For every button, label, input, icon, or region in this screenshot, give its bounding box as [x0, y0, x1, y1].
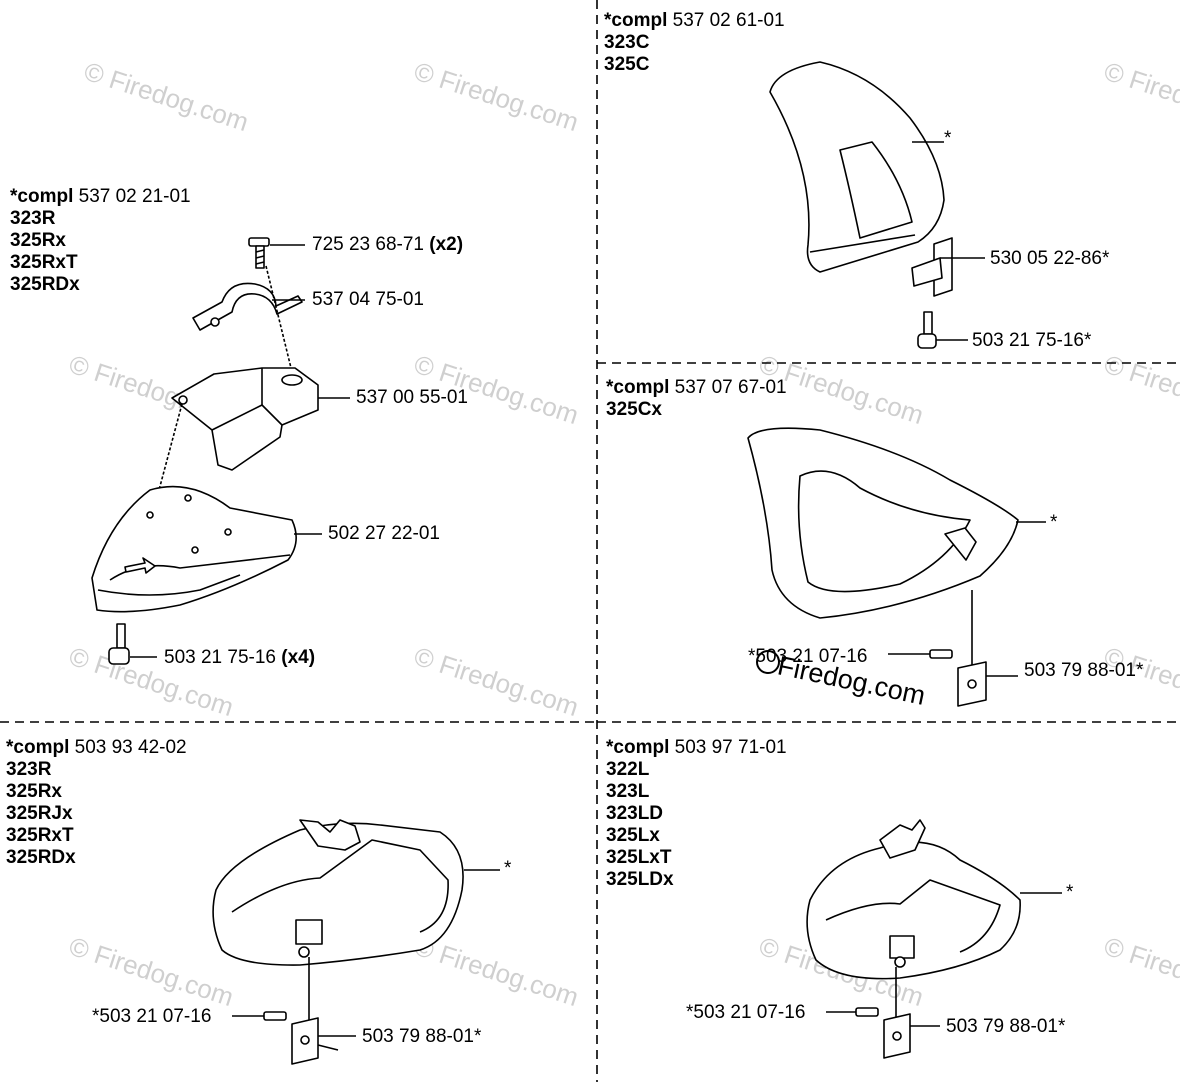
panel-label: *compl 537 02 61-01 323C 325C — [604, 10, 785, 76]
panel-label: *compl 537 07 67-01 325Cx — [606, 377, 787, 421]
kit-part-number: 503 93 42-02 — [74, 737, 187, 758]
model-name: 325Lx — [606, 825, 660, 846]
part-callout: 503 79 88-01* — [946, 1016, 1065, 1038]
guard-503-93-42 — [212, 819, 464, 966]
callout-quantity: (x2) — [429, 234, 464, 255]
screw-top — [248, 237, 270, 269]
model-name: 325LxT — [606, 847, 672, 868]
callout-number: 502 27 22-01 — [328, 523, 440, 544]
kit-part-number: 537 02 61-01 — [672, 10, 785, 31]
kit-part-number: 503 97 71-01 — [674, 737, 787, 758]
callout-number: 503 21 75-16 — [164, 647, 276, 668]
model-name: 325LDx — [606, 869, 674, 890]
guard-503-97-71 — [806, 819, 1021, 980]
part-callout: *503 21 07-16 — [686, 1002, 805, 1024]
callout-number: *503 21 07-16 — [748, 646, 868, 667]
callout-number: *503 21 07-16 — [686, 1002, 806, 1023]
part-callout: 537 00 55-01 — [356, 387, 468, 409]
callout-number: * — [1050, 512, 1058, 533]
callout-number: 725 23 68-71 — [312, 234, 424, 255]
model-name: 323LD — [606, 803, 664, 824]
clip-530 — [911, 237, 953, 297]
part-callout: 725 23 68-71 (x2) — [312, 234, 463, 256]
callout-number: 530 05 22-86* — [990, 248, 1110, 269]
model-name: 325RDx — [6, 847, 76, 868]
screw-323c — [917, 311, 937, 349]
plate-503-79-88 — [291, 1017, 319, 1065]
copyright-circle-icon — [756, 650, 780, 674]
part-callout: *503 21 07-16 — [748, 646, 867, 668]
callout-number: 503 21 75-16* — [972, 330, 1092, 351]
model-name: 325RJx — [6, 803, 73, 824]
part-callout: 530 05 22-86* — [990, 248, 1109, 270]
screw-503-21-07 — [263, 1011, 287, 1021]
panel-label: *compl 503 97 71-01 322L 323L 323LD 325L… — [606, 737, 787, 891]
model-name: 325RxT — [6, 825, 74, 846]
model-name: 325Rx — [10, 230, 66, 251]
part-callout: *503 21 07-16 — [92, 1006, 211, 1028]
model-name: 325RDx — [10, 274, 80, 295]
part-callout: 503 79 88-01* — [362, 1026, 481, 1048]
clamp — [192, 282, 303, 331]
model-name: 325C — [604, 54, 650, 75]
part-callout: * — [1066, 882, 1073, 904]
guard-502-27-22 — [91, 485, 297, 613]
callout-number: 503 79 88-01* — [362, 1026, 482, 1047]
plate-503-79-88-b — [883, 1013, 911, 1059]
plate-325cx — [957, 661, 987, 707]
panel-label: *compl 537 02 21-01 323R 325Rx 325RxT 32… — [10, 186, 191, 296]
kit-part-number: 537 07 67-01 — [674, 377, 787, 398]
guard-323c — [769, 61, 945, 273]
part-callout: * — [944, 128, 951, 150]
bracket — [171, 367, 319, 471]
callout-number: * — [504, 858, 512, 879]
callout-number: * — [1066, 882, 1074, 903]
callout-number: * — [944, 128, 952, 149]
compl-prefix: *compl — [606, 737, 670, 758]
part-callout: * — [504, 858, 511, 880]
model-name: 325RxT — [10, 252, 78, 273]
callout-quantity: (x4) — [281, 647, 316, 668]
part-callout: 503 21 75-16 (x4) — [164, 647, 315, 669]
model-name: 323R — [10, 208, 56, 229]
model-name: 325Rx — [6, 781, 62, 802]
model-name: 325Cx — [606, 399, 662, 420]
model-name: 323R — [6, 759, 52, 780]
compl-prefix: *compl — [606, 377, 670, 398]
model-name: 323L — [606, 781, 650, 802]
screw-bottom — [108, 623, 130, 665]
part-callout: 537 04 75-01 — [312, 289, 424, 311]
compl-prefix: *compl — [604, 10, 668, 31]
guard-325cx — [747, 427, 1019, 619]
kit-part-number: 537 02 21-01 — [78, 186, 191, 207]
panel-label: *compl 503 93 42-02 323R 325Rx 325RJx 32… — [6, 737, 187, 869]
part-callout: 502 27 22-01 — [328, 523, 440, 545]
model-name: 322L — [606, 759, 650, 780]
callout-number: 537 00 55-01 — [356, 387, 468, 408]
compl-prefix: *compl — [10, 186, 74, 207]
callout-number: 503 79 88-01* — [946, 1016, 1066, 1037]
callout-number: *503 21 07-16 — [92, 1006, 212, 1027]
screw-503-21-07-b — [855, 1007, 879, 1017]
part-callout: 503 21 75-16* — [972, 330, 1091, 352]
part-callout: * — [1050, 512, 1057, 534]
callout-number: 503 79 88-01* — [1024, 660, 1144, 681]
compl-prefix: *compl — [6, 737, 70, 758]
callout-number: 537 04 75-01 — [312, 289, 424, 310]
screw-325cx — [929, 649, 953, 659]
part-callout: 503 79 88-01* — [1024, 660, 1143, 682]
model-name: 323C — [604, 32, 650, 53]
